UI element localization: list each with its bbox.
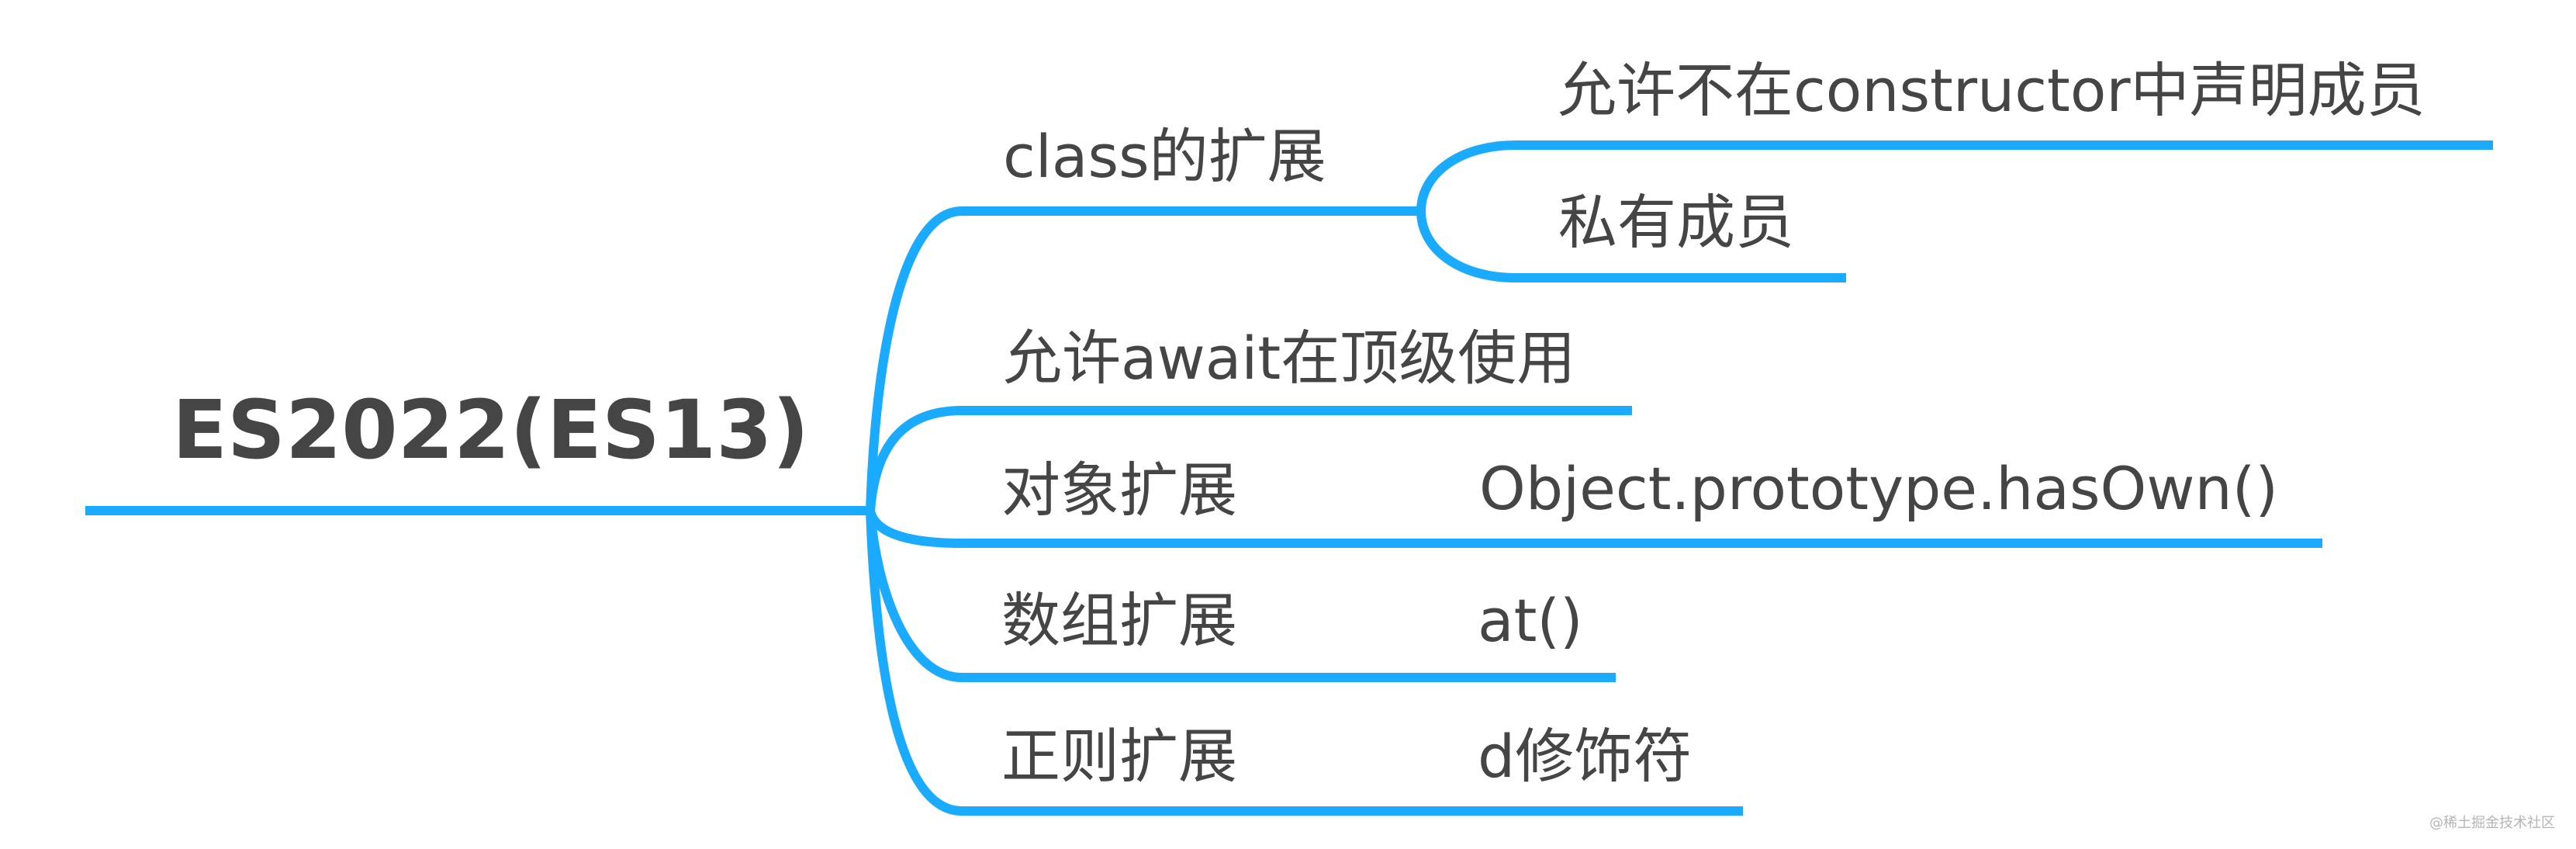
- leaf-private-members-label: 私有成员: [1558, 188, 1794, 257]
- branch-array-extension-label: 数组扩展: [1001, 586, 1237, 655]
- leaf-d-flag-label: d修饰符: [1478, 722, 1692, 791]
- leaf-hasown-label: Object.prototype.hasOwn(): [1479, 454, 2278, 523]
- connector-regex-extension: [866, 510, 1743, 816]
- connector-top-level-await: [866, 406, 1632, 511]
- leaf-constructor-members-label: 允许不在constructor中声明成员: [1558, 56, 2426, 125]
- watermark: @稀土掘金技术社区: [2429, 815, 2555, 831]
- connector-private-members: [1416, 210, 1846, 282]
- root-node-label: ES2022(ES13): [172, 383, 809, 477]
- branch-regex-extension-label: 正则扩展: [1001, 722, 1237, 791]
- connector-class-extension: [866, 206, 1421, 511]
- branch-class-extension-label: class的扩展: [1003, 122, 1326, 191]
- branch-object-extension-label: 对象扩展: [1001, 456, 1237, 525]
- branch-top-level-await-label: 允许await在顶级使用: [1003, 324, 1575, 393]
- connector-constructor-members: [1416, 140, 2493, 212]
- leaf-at-method-label: at(): [1478, 586, 1583, 655]
